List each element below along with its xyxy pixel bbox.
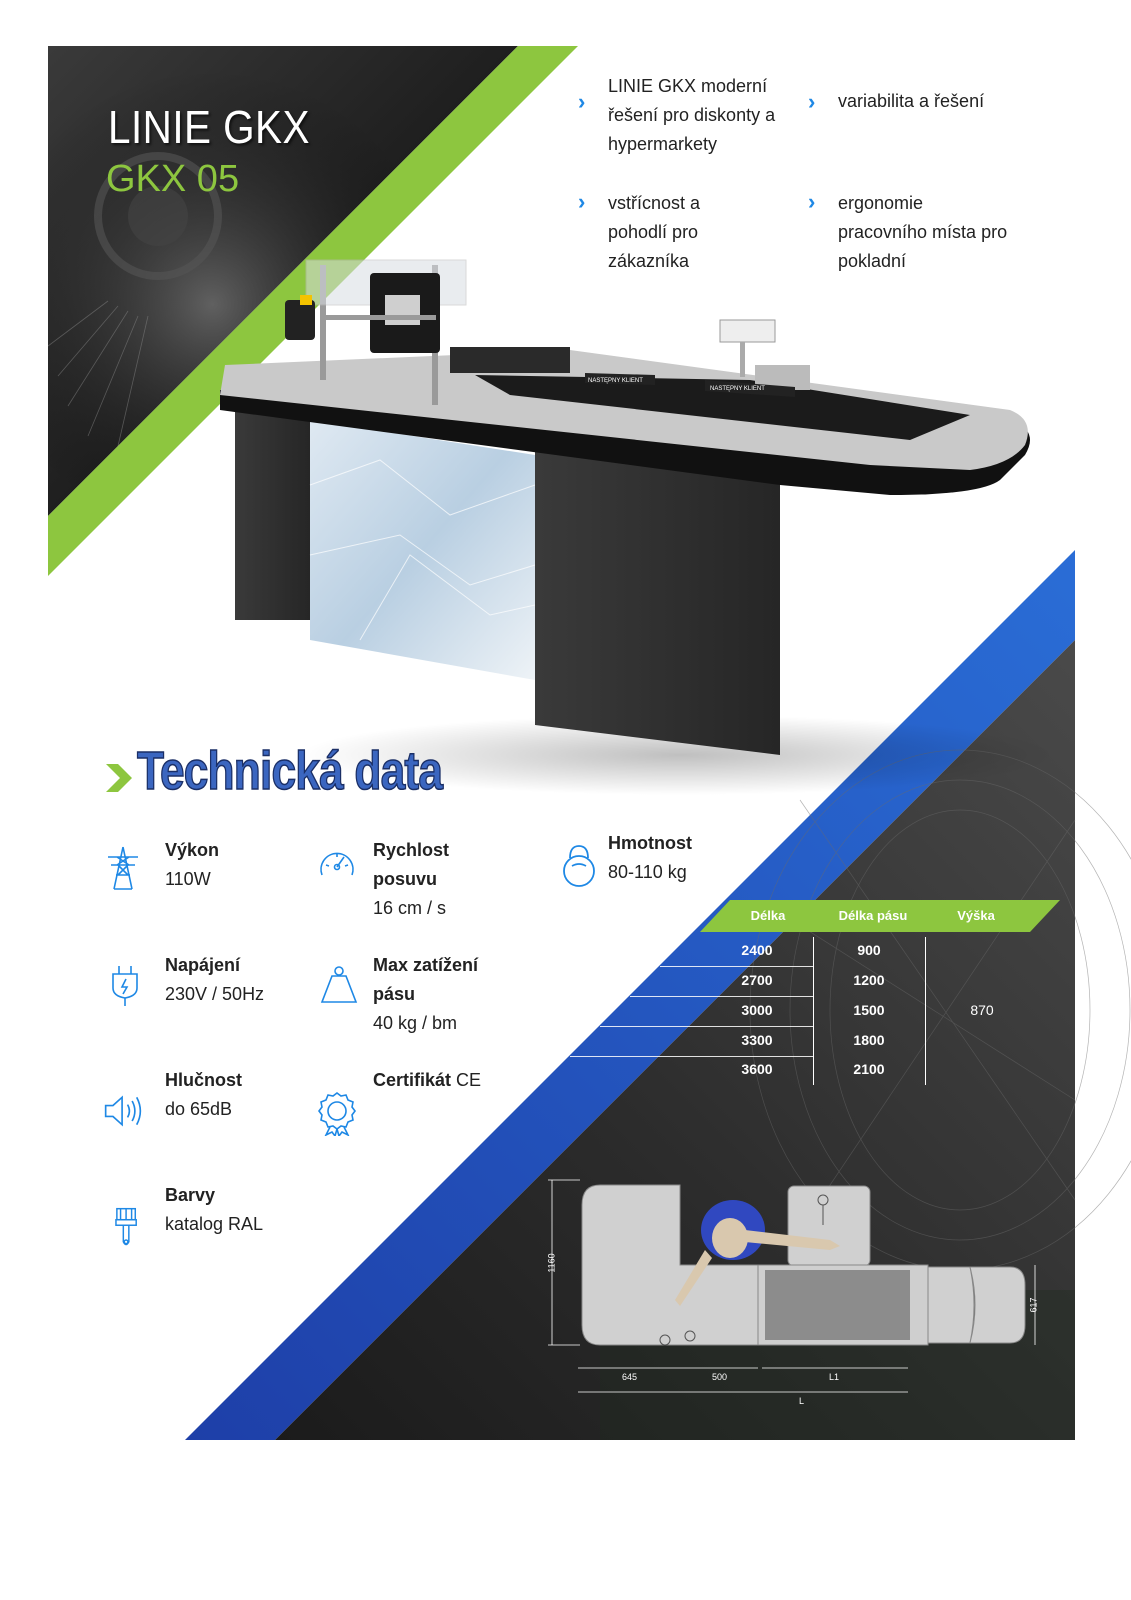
- table-cell: 1800: [853, 1032, 885, 1048]
- chevron-right-icon: ›: [578, 189, 586, 214]
- table-cell: 1200: [853, 972, 885, 988]
- dimension-label: 500: [712, 1372, 728, 1382]
- table-divider: [813, 937, 814, 1085]
- paintbrush-icon: [115, 1207, 137, 1246]
- table-cell: 1500: [853, 1002, 885, 1018]
- spec-label-load: Max zatížení: [373, 955, 479, 975]
- svg-text:NASTĘPNY KLIENT: NASTĘPNY KLIENT: [710, 386, 765, 392]
- table-header-bar: [700, 900, 1060, 932]
- spec-label-speed-2: posuvu: [373, 869, 438, 889]
- checkout-counter-image: NASTĘPNY KLIENT NASTĘPNY KLIENT: [220, 259, 1050, 795]
- spec-label-supply: Napájení: [165, 955, 241, 975]
- spec-value-load: 40 kg / bm: [373, 1013, 458, 1033]
- spec-value-speed: 16 cm / s: [373, 898, 447, 918]
- table-row-line: [630, 996, 813, 997]
- spec-value-weight: 80-110 kg: [608, 862, 687, 882]
- svg-text:NASTĘPNY KLIENT: NASTĘPNY KLIENT: [588, 378, 643, 384]
- spec-label-noise: Hlučnost: [165, 1070, 243, 1090]
- chevron-right-icon: ›: [578, 89, 586, 114]
- power-pylon-icon: [108, 846, 138, 890]
- chevron-right-icon: ›: [808, 189, 816, 214]
- cert-label-text: Certifikát: [373, 1070, 452, 1090]
- speaker-icon: [104, 1095, 142, 1127]
- table-cell: 2100: [853, 1061, 885, 1077]
- certificate-icon: [318, 1092, 356, 1136]
- kettlebell-icon: [563, 845, 595, 887]
- table-divider: [925, 937, 926, 1085]
- spec-label-colors: Barvy: [165, 1185, 216, 1205]
- technical-drawing: [548, 1179, 1036, 1393]
- spec-label-cert: Certifikát CE: [373, 1066, 481, 1095]
- feature-modern: LINIE GKX moderní řešení pro diskonty a …: [608, 76, 776, 154]
- speedometer-icon: [320, 852, 354, 876]
- cert-value-text: CE: [456, 1070, 482, 1090]
- dimension-label: 617: [1028, 1297, 1039, 1313]
- chevron-right-icon: [106, 764, 132, 792]
- dimension-label: 645: [622, 1372, 638, 1382]
- table-header-length: Délka: [750, 908, 786, 923]
- dimension-label: 1160: [546, 1253, 557, 1273]
- table-cell: 3600: [741, 1061, 773, 1077]
- table-row-line: [660, 966, 813, 967]
- spec-value-noise: do 65dB: [165, 1099, 233, 1119]
- feature-ergonomics: ergonomie pracovního místa pro pokladní: [838, 193, 1008, 271]
- brand-model: GKX 05: [106, 158, 240, 200]
- dimension-label: L1: [829, 1372, 840, 1382]
- plug-icon: [112, 966, 138, 1006]
- table-cell: 3000: [741, 1002, 773, 1018]
- feature-customer: vstřícnost a pohodlí pro zákazníka: [608, 193, 701, 271]
- table-row-line: [600, 1026, 813, 1027]
- table-cell: 900: [857, 942, 881, 958]
- chevron-right-icon: ›: [808, 89, 816, 114]
- spec-label-speed: Rychlost: [373, 840, 450, 860]
- spec-label-load-2: pásu: [373, 984, 416, 1004]
- weight-icon: [320, 966, 358, 1003]
- spec-value-power: 110W: [165, 869, 211, 889]
- feature-variability: variabilita a řešení: [838, 91, 985, 111]
- table-cell: 2400: [741, 942, 773, 958]
- table-row-line: [570, 1056, 813, 1057]
- table-cell: 3300: [741, 1032, 773, 1048]
- brand-title: LINIE GKX: [108, 101, 310, 153]
- table-cell: 2700: [741, 972, 773, 988]
- spec-label-power: Výkon: [165, 840, 220, 860]
- spec-value-colors: katalog RAL: [165, 1214, 264, 1234]
- next-customer-sign: NASTĘPNY KLIENT: [585, 373, 655, 385]
- table-header-belt-length: Délka pásu: [838, 908, 908, 923]
- section-title: Technická data: [136, 740, 443, 802]
- spec-label-weight: Hmotnost: [608, 833, 692, 853]
- next-customer-sign: NASTĘPNY KLIENT: [705, 380, 795, 397]
- spec-value-supply: 230V / 50Hz: [165, 984, 265, 1004]
- table-header-height: Výška: [957, 908, 995, 923]
- table-cell-height: 870: [970, 1002, 994, 1018]
- dimension-label: L: [799, 1396, 805, 1406]
